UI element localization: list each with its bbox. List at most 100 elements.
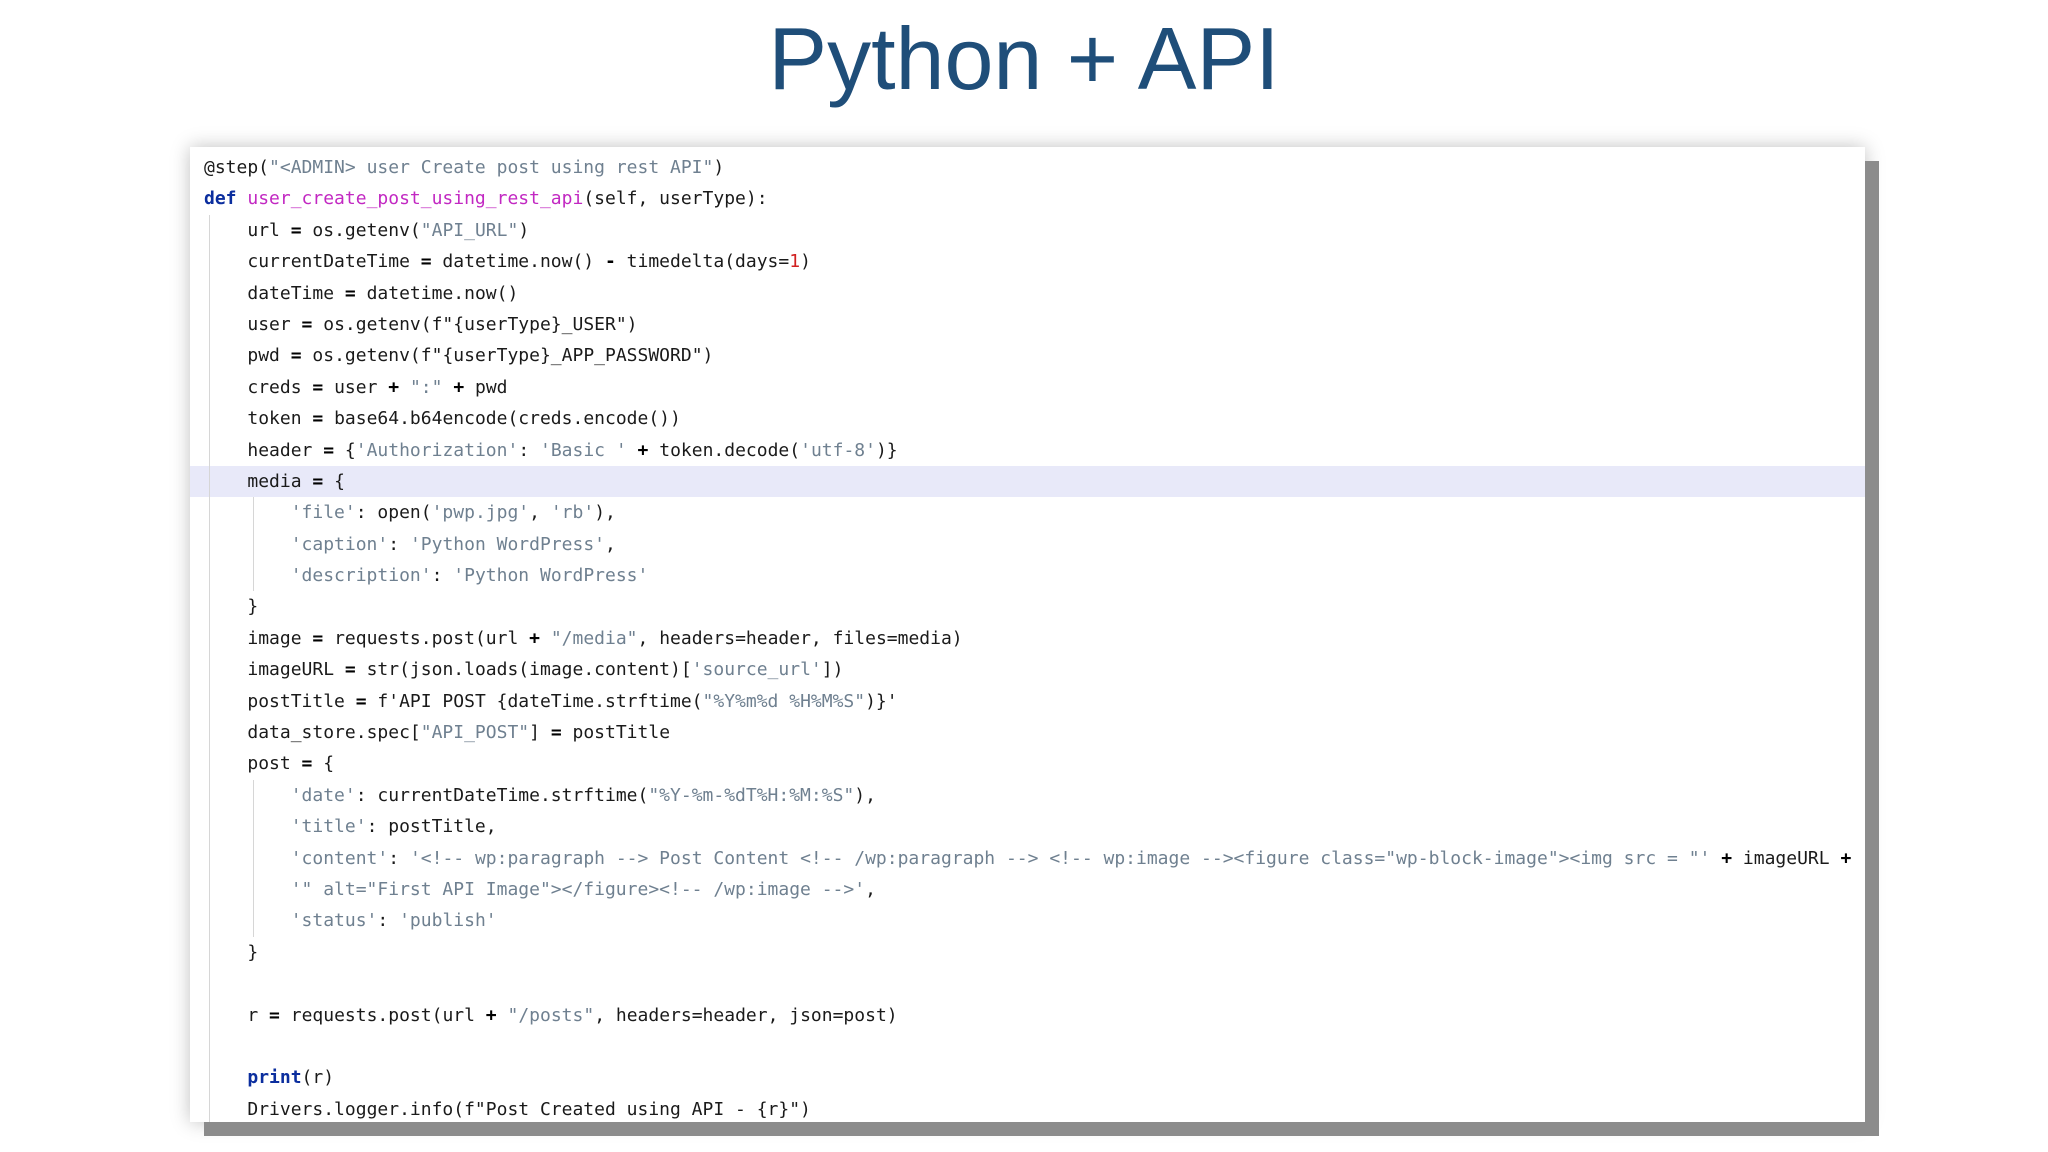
code-screenshot: @step("<ADMIN> user Create post using re… bbox=[190, 147, 1865, 1122]
code-token: + bbox=[529, 627, 540, 649]
code-line: post = { bbox=[190, 748, 1865, 780]
code-token: postTitle bbox=[561, 722, 671, 744]
code-token: + bbox=[453, 376, 465, 398]
code-token bbox=[627, 440, 638, 461]
indent-guide bbox=[253, 497, 254, 529]
code-token: = bbox=[290, 219, 302, 241]
code-token: 'date' bbox=[290, 784, 356, 806]
code-token: "API_POST" bbox=[420, 722, 530, 744]
code-token: '<!-- wp:paragraph --> Post Content <!--… bbox=[409, 847, 1711, 869]
code-token: user bbox=[323, 376, 389, 398]
code-token: ), bbox=[854, 784, 876, 806]
code-token: (self, userType): bbox=[583, 188, 768, 210]
indent-guide bbox=[253, 905, 254, 937]
indent-guide bbox=[209, 905, 210, 937]
code-token: , bbox=[865, 878, 876, 900]
code-token: : postTitle, bbox=[366, 816, 497, 838]
code-token: = bbox=[290, 345, 302, 367]
code-token: Drivers.logger.info(f"Post Created using… bbox=[247, 1098, 811, 1120]
code-token: dateTime bbox=[247, 282, 345, 304]
code-token: : bbox=[431, 565, 454, 587]
code-line: token = base64.b64encode(creds.encode()) bbox=[190, 403, 1865, 435]
code-line: '" alt="First API Image"></figure><!-- /… bbox=[190, 873, 1865, 906]
code-line: 'date': currentDateTime.strftime("%Y-%m-… bbox=[190, 779, 1865, 812]
code-line: header = {'Authorization': 'Basic ' + to… bbox=[190, 434, 1865, 466]
code-line: user = os.getenv(f"{userType}_USER") bbox=[190, 308, 1865, 341]
code-token: datetime.now() bbox=[431, 251, 605, 273]
code-token: token bbox=[247, 408, 313, 430]
code-token: = bbox=[301, 313, 313, 335]
indent-guide bbox=[209, 246, 210, 278]
code-block: @step("<ADMIN> user Create post using re… bbox=[190, 152, 1865, 1122]
code-token: 'publish' bbox=[399, 910, 497, 932]
code-line: Drivers.logger.info(f"Post Created using… bbox=[190, 1093, 1865, 1122]
code-token: requests.post(url bbox=[279, 1004, 486, 1026]
code-token: + bbox=[1721, 847, 1733, 869]
code-token: os.getenv(f"{userType}_USER") bbox=[312, 313, 638, 335]
code-token: { bbox=[323, 470, 345, 492]
code-token: "/media" bbox=[550, 627, 638, 649]
code-token: + bbox=[485, 1004, 497, 1026]
indent-guide bbox=[209, 497, 210, 529]
code-token: header bbox=[247, 439, 324, 461]
indent-guide bbox=[209, 465, 210, 498]
code-line: currentDateTime = datetime.now() - timed… bbox=[190, 246, 1865, 278]
code-token: ) bbox=[800, 251, 811, 273]
indent-guide bbox=[209, 591, 210, 623]
code-token: - bbox=[604, 251, 616, 273]
indent-guide bbox=[209, 811, 210, 843]
code-token: timedelta(days= bbox=[615, 251, 790, 273]
code-token: : bbox=[518, 439, 540, 461]
code-token: token.decode( bbox=[648, 439, 801, 461]
indent-guide bbox=[209, 748, 210, 780]
code-line: data_store.spec["API_POST"] = postTitle bbox=[190, 717, 1865, 749]
code-token: '" alt="First API Image"></figure><!-- /… bbox=[290, 878, 866, 900]
indent-guide bbox=[209, 560, 210, 592]
code-token: : currentDateTime.strftime( bbox=[355, 784, 649, 806]
code-token bbox=[497, 1005, 508, 1026]
code-token: ] bbox=[529, 722, 551, 744]
code-token: data_store.spec[ bbox=[247, 722, 421, 744]
code-token: r bbox=[247, 1004, 270, 1026]
code-token: = bbox=[312, 627, 324, 649]
indent-guide bbox=[209, 999, 210, 1031]
code-token: = bbox=[550, 722, 562, 744]
code-token: postTitle bbox=[247, 690, 356, 712]
code-token: } bbox=[247, 596, 259, 618]
code-token: imageURL bbox=[247, 659, 345, 681]
code-token: 'source_url' bbox=[691, 659, 822, 681]
indent-guide bbox=[209, 842, 210, 874]
indent-guide bbox=[209, 1030, 210, 1063]
indent-guide bbox=[209, 277, 210, 309]
code-token: = bbox=[301, 753, 313, 775]
code-token bbox=[442, 377, 453, 398]
code-line: r = requests.post(url + "/posts", header… bbox=[190, 999, 1865, 1031]
code-token: ) bbox=[713, 157, 725, 178]
code-token: ":" bbox=[409, 376, 443, 398]
code-token: = bbox=[323, 439, 335, 461]
code-token: : bbox=[388, 533, 410, 555]
code-token: user bbox=[247, 313, 302, 335]
code-token: , bbox=[605, 533, 616, 555]
code-line: pwd = os.getenv(f"{userType}_APP_PASSWOR… bbox=[190, 340, 1865, 372]
indent-guide bbox=[253, 560, 254, 592]
indent-guide bbox=[209, 622, 210, 655]
indent-guide bbox=[209, 403, 210, 435]
indent-guide bbox=[209, 371, 210, 404]
indent-guide bbox=[209, 717, 210, 749]
code-token: + bbox=[388, 376, 400, 398]
code-token: base64.b64encode(creds.encode()) bbox=[323, 408, 681, 430]
code-token: = bbox=[312, 376, 324, 398]
code-token bbox=[399, 377, 410, 398]
code-line: url = os.getenv("API_URL") bbox=[190, 214, 1865, 247]
indent-guide bbox=[209, 685, 210, 718]
code-token: user_create_post_using_rest_api bbox=[247, 188, 584, 210]
code-token: 'caption' bbox=[290, 533, 389, 555]
code-line: image = requests.post(url + "/media", he… bbox=[190, 622, 1865, 655]
code-token: : bbox=[377, 910, 400, 932]
code-token: { bbox=[334, 439, 356, 461]
code-line: creds = user + ":" + pwd bbox=[190, 371, 1865, 404]
code-token: 'utf-8' bbox=[800, 439, 876, 461]
code-token: @step( bbox=[204, 157, 270, 178]
code-line: 'status': 'publish' bbox=[190, 905, 1865, 937]
